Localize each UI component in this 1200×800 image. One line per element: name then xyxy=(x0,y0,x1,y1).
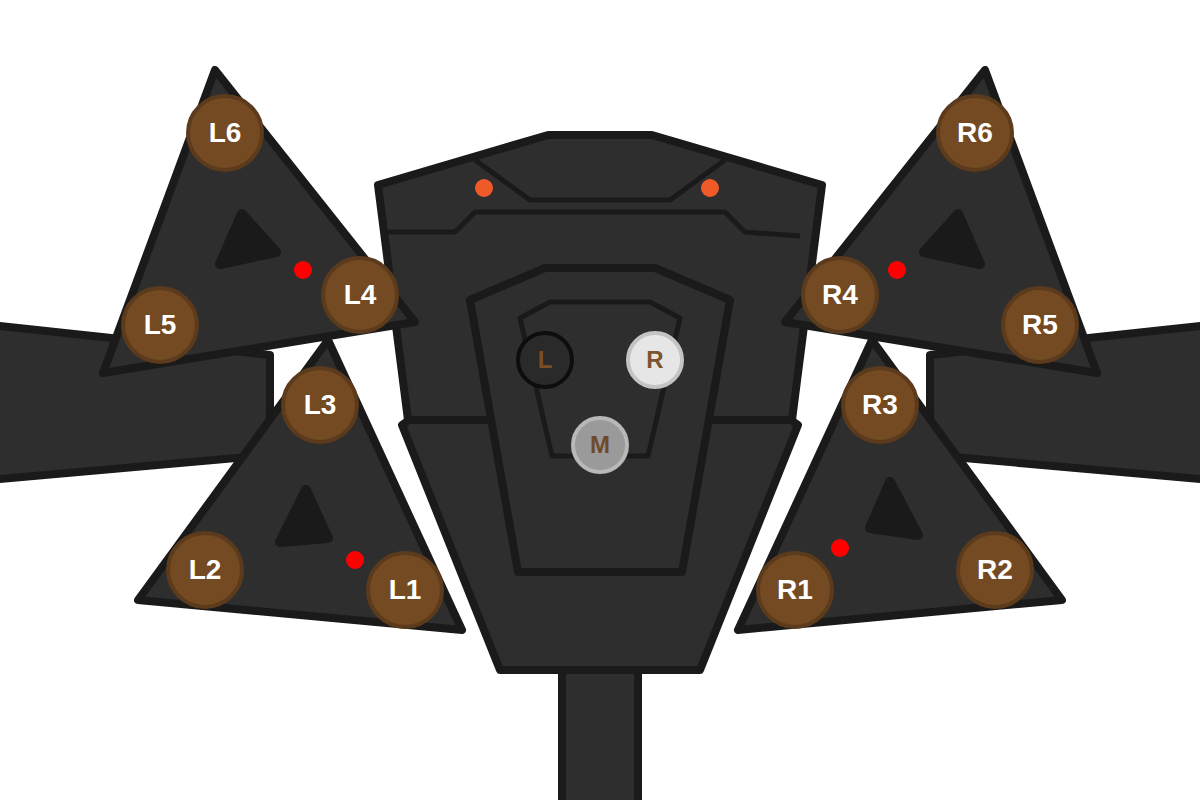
button-circle: L4 xyxy=(321,256,399,334)
pad-marker xyxy=(924,214,980,264)
button-circle: L3 xyxy=(281,366,359,444)
pad-marker xyxy=(220,214,276,264)
button-circle: R xyxy=(626,331,684,389)
button-circle: R6 xyxy=(936,94,1014,172)
button-label: R5 xyxy=(1022,311,1058,339)
button-circle: L xyxy=(516,331,574,389)
button-label: R4 xyxy=(822,281,858,309)
button-circle: L1 xyxy=(366,551,444,629)
button-label: L5 xyxy=(144,311,177,339)
button-label: R6 xyxy=(957,119,993,147)
button-label: R xyxy=(646,348,663,372)
red-led xyxy=(888,261,906,279)
left-upper-pad xyxy=(103,70,415,373)
button-label: R3 xyxy=(862,391,898,419)
inner-panel xyxy=(470,268,730,572)
button-label: L4 xyxy=(344,281,377,309)
button-label: L3 xyxy=(304,391,337,419)
button-label: L1 xyxy=(389,576,422,604)
button-circle: R1 xyxy=(756,551,834,629)
head-seam xyxy=(385,212,800,236)
button-label: L xyxy=(538,348,553,372)
button-label: L6 xyxy=(209,119,242,147)
button-circle: R3 xyxy=(841,366,919,444)
button-circle: L5 xyxy=(121,286,199,364)
button-label: R1 xyxy=(777,576,813,604)
button-circle: R5 xyxy=(1001,286,1079,364)
button-circle: L2 xyxy=(166,531,244,609)
head-seam xyxy=(475,160,725,200)
red-led xyxy=(346,551,364,569)
button-label: L2 xyxy=(189,556,222,584)
red-led xyxy=(294,261,312,279)
red-led xyxy=(831,539,849,557)
left-lower-pad xyxy=(138,340,462,630)
pad-marker xyxy=(870,482,918,535)
button-circle: M xyxy=(571,416,629,474)
right-lower-pad xyxy=(738,340,1062,630)
button-circle: R2 xyxy=(956,531,1034,609)
right-upper-pad xyxy=(785,70,1097,373)
eye-light xyxy=(475,179,493,197)
button-circle: R4 xyxy=(801,256,879,334)
button-label: R2 xyxy=(977,556,1013,584)
button-label: M xyxy=(590,433,610,457)
pad-marker xyxy=(280,490,328,542)
eye-light xyxy=(701,179,719,197)
button-circle: L6 xyxy=(186,94,264,172)
